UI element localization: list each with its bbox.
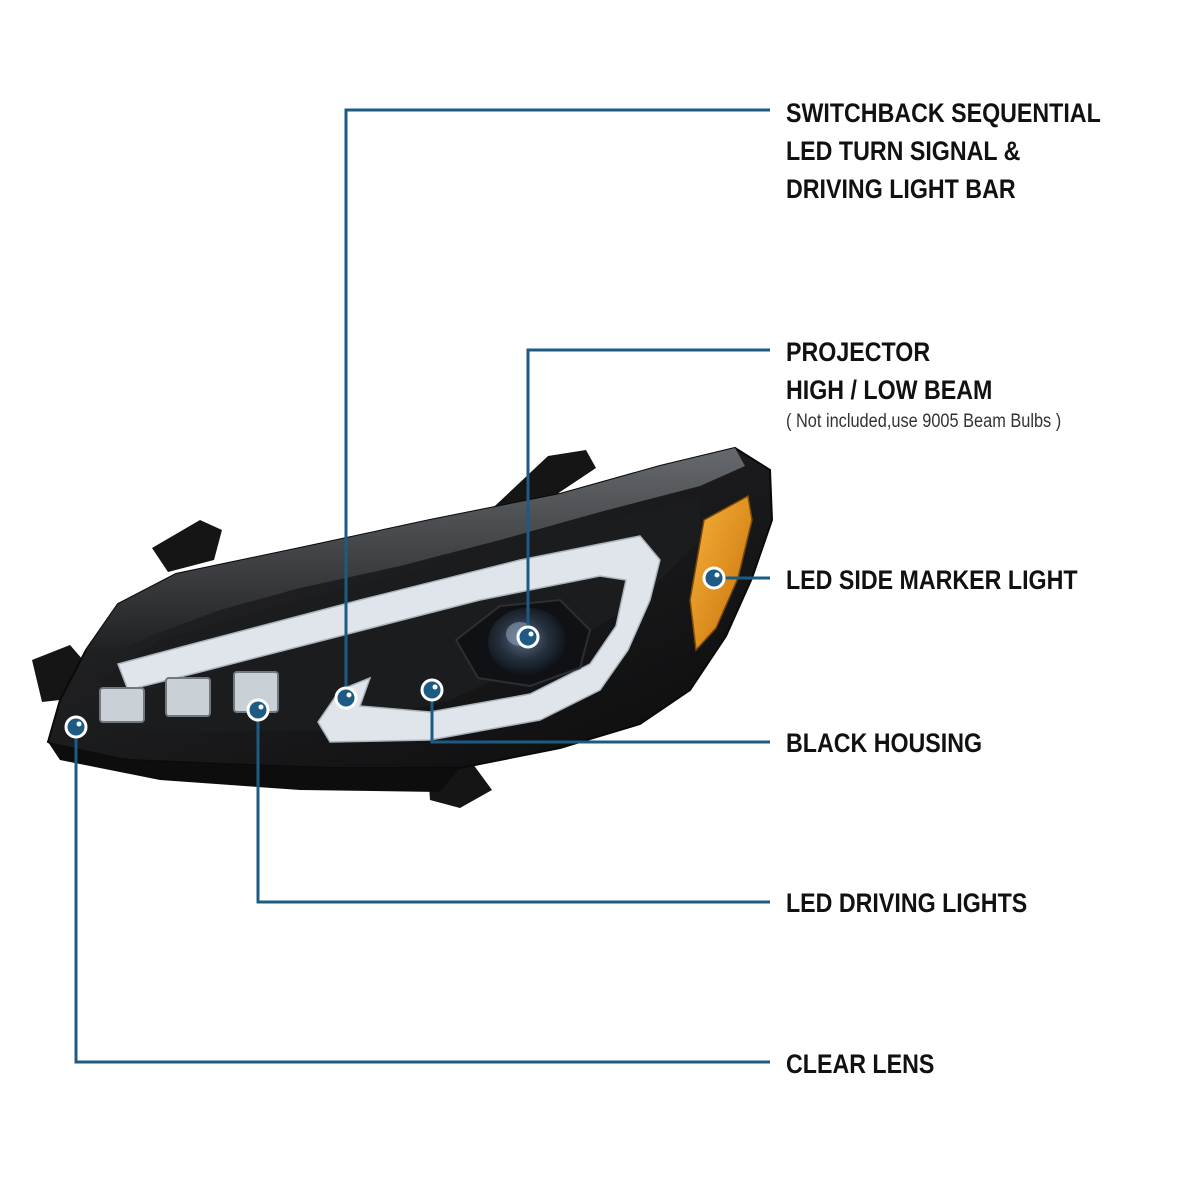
callout-dot-lens [64, 715, 88, 739]
label-projector-line-1: PROJECTOR [786, 337, 931, 367]
callout-dot-driving [246, 698, 270, 722]
label-lens: CLEAR LENS [786, 1045, 934, 1083]
label-switchback-line-1: SWITCHBACK SEQUENTIAL [786, 98, 1101, 128]
led-driving-cubes [99, 671, 279, 723]
label-driving-line-1: LED DRIVING LIGHTS [786, 888, 1028, 918]
label-housing: BLACK HOUSING [786, 724, 982, 762]
callout-line-switchback [344, 108, 770, 695]
label-side-marker-line-1: LED SIDE MARKER LIGHT [786, 565, 1078, 595]
lower-trim [48, 742, 460, 792]
callout-line-housing [430, 690, 770, 744]
callout-dot-projector [516, 625, 540, 649]
label-projector-line-2: HIGH / LOW BEAM [786, 375, 993, 405]
clear-lens-upper [86, 448, 745, 660]
projector-lens [454, 598, 592, 688]
label-side-marker: LED SIDE MARKER LIGHT [786, 561, 1078, 599]
callout-line-driving [256, 710, 770, 904]
callout-dot-housing [420, 678, 444, 702]
label-projector: PROJECTOR HIGH / LOW BEAM [786, 333, 992, 409]
callout-line-lens [74, 727, 770, 1064]
callout-dot-side-marker [702, 566, 726, 590]
label-switchback: SWITCHBACK SEQUENTIAL LED TURN SIGNAL & … [786, 94, 1101, 208]
label-projector-note: ( Not included,use 9005 Beam Bulbs ) [786, 411, 1062, 432]
label-driving: LED DRIVING LIGHTS [786, 884, 1027, 922]
label-lens-line-1: CLEAR LENS [786, 1049, 935, 1079]
callout-line-projector [526, 348, 770, 637]
label-housing-line-1: BLACK HOUSING [786, 728, 983, 758]
callout-dot-switchback [334, 686, 358, 710]
label-switchback-line-2: LED TURN SIGNAL & [786, 136, 1021, 166]
label-switchback-line-3: DRIVING LIGHT BAR [786, 174, 1016, 204]
